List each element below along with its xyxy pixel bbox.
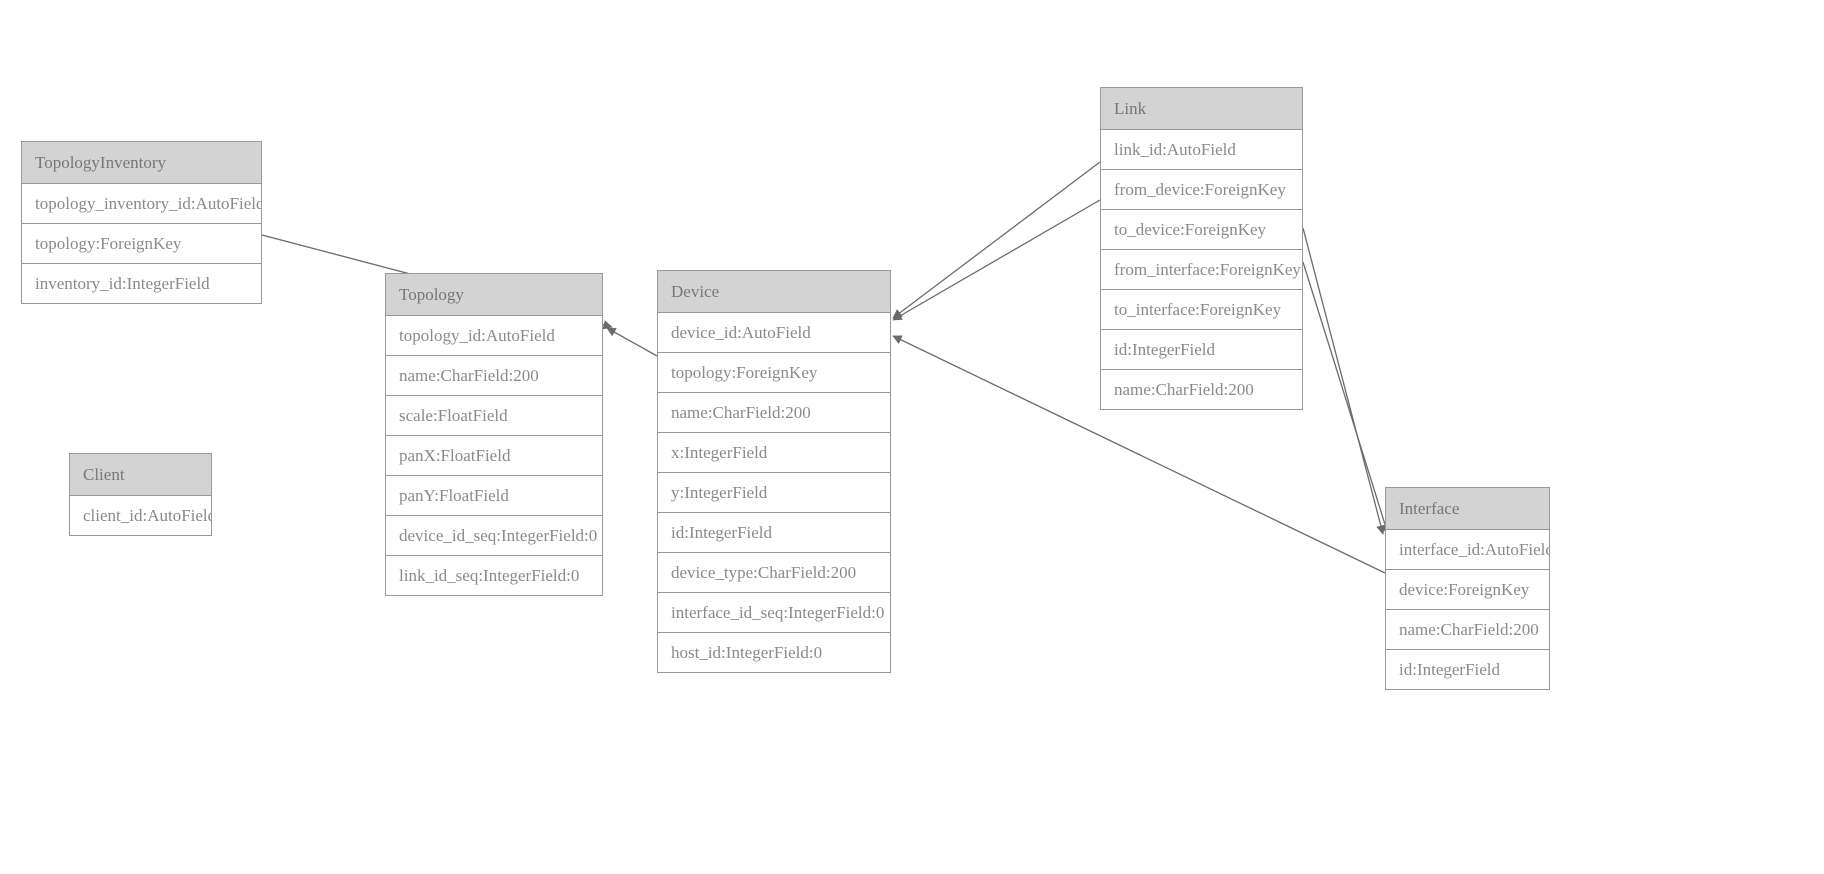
- entity-field[interactable]: from_interface:ForeignKey: [1101, 250, 1302, 290]
- entity-field[interactable]: panX:FloatField: [386, 436, 602, 476]
- entity-title-link: Link: [1101, 88, 1302, 130]
- entity-field[interactable]: name:CharField:200: [1386, 610, 1549, 650]
- entity-field[interactable]: device_id:AutoField: [658, 313, 890, 353]
- entity-title-topology: Topology: [386, 274, 602, 316]
- entity-field[interactable]: device_type:CharField:200: [658, 553, 890, 593]
- entity-box-device[interactable]: Device device_id:AutoField topology:Fore…: [657, 270, 891, 673]
- entity-box-topology[interactable]: Topology topology_id:AutoField name:Char…: [385, 273, 603, 596]
- entity-field[interactable]: name:CharField:200: [386, 356, 602, 396]
- entity-field[interactable]: interface_id_seq:IntegerField:0: [658, 593, 890, 633]
- relationship-edge: [1302, 261, 1390, 535]
- entity-title-device: Device: [658, 271, 890, 313]
- entity-field[interactable]: panY:FloatField: [386, 476, 602, 516]
- entity-box-topologyinventory[interactable]: TopologyInventory topology_inventory_id:…: [21, 141, 262, 304]
- entity-box-link[interactable]: Link link_id:AutoField from_device:Forei…: [1100, 87, 1303, 410]
- relationship-edge: [892, 199, 1101, 321]
- entity-field[interactable]: host_id:IntegerField:0: [658, 633, 890, 672]
- entity-field[interactable]: link_id:AutoField: [1101, 130, 1302, 170]
- entity-field[interactable]: to_device:ForeignKey: [1101, 210, 1302, 250]
- entity-field[interactable]: client_id:AutoField: [70, 496, 211, 535]
- entity-field[interactable]: x:IntegerField: [658, 433, 890, 473]
- entity-field[interactable]: name:CharField:200: [658, 393, 890, 433]
- entity-title-client: Client: [70, 454, 211, 496]
- entity-field[interactable]: interface_id:AutoField: [1386, 530, 1549, 570]
- entity-field[interactable]: id:IntegerField: [658, 513, 890, 553]
- entity-field[interactable]: id:IntegerField: [1101, 330, 1302, 370]
- entity-field[interactable]: topology:ForeignKey: [22, 224, 261, 264]
- relationship-edge: [606, 327, 658, 357]
- relationship-edge: [1302, 227, 1386, 535]
- relationship-edge: [892, 161, 1101, 319]
- entity-field[interactable]: scale:FloatField: [386, 396, 602, 436]
- entity-field[interactable]: device_id_seq:IntegerField:0: [386, 516, 602, 556]
- entity-field[interactable]: inventory_id:IntegerField: [22, 264, 261, 303]
- entity-box-interface[interactable]: Interface interface_id:AutoField device:…: [1385, 487, 1550, 690]
- entity-field[interactable]: to_interface:ForeignKey: [1101, 290, 1302, 330]
- entity-field[interactable]: topology:ForeignKey: [658, 353, 890, 393]
- entity-field[interactable]: name:CharField:200: [1101, 370, 1302, 409]
- entity-field[interactable]: link_id_seq:IntegerField:0: [386, 556, 602, 595]
- entity-box-client[interactable]: Client client_id:AutoField: [69, 453, 212, 536]
- entity-field[interactable]: topology_inventory_id:AutoField: [22, 184, 261, 224]
- entity-title-topologyinventory: TopologyInventory: [22, 142, 261, 184]
- entity-field[interactable]: from_device:ForeignKey: [1101, 170, 1302, 210]
- entity-field[interactable]: id:IntegerField: [1386, 650, 1549, 689]
- entity-field[interactable]: topology_id:AutoField: [386, 316, 602, 356]
- entity-title-interface: Interface: [1386, 488, 1549, 530]
- entity-field[interactable]: y:IntegerField: [658, 473, 890, 513]
- entity-field[interactable]: device:ForeignKey: [1386, 570, 1549, 610]
